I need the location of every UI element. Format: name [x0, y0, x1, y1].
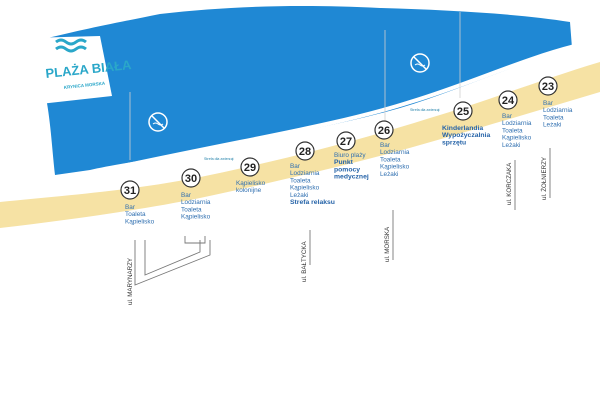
street-label: ul. MORSKA [384, 226, 391, 262]
post-amenity-label: Toaleta [290, 177, 311, 184]
post-amenity-label: Leżaki [380, 171, 398, 178]
post-number: 29 [244, 162, 256, 174]
post-amenity-label: Toaleta [125, 211, 146, 218]
post-number: 28 [299, 146, 311, 158]
post-marker [453, 101, 473, 121]
zone-label-pets: Strefa dla zwierząt [410, 108, 440, 112]
post-number: 24 [502, 95, 515, 107]
post-amenity-label: Punkt [334, 159, 354, 166]
post-amenity-label: Kąpielisko [380, 164, 410, 171]
post-amenity-label: Bar [502, 113, 513, 120]
street-label: ul. ŻOŁNIERZY [541, 157, 548, 200]
post-amenity-label: Bar [380, 142, 391, 149]
post-amenity-label: Bar [181, 192, 192, 199]
no-swimming-icon [148, 112, 168, 132]
post-number: 27 [340, 136, 352, 148]
post-amenity-label: Toaleta [543, 114, 564, 121]
post-marker [538, 76, 558, 96]
shore-line [94, 44, 576, 174]
post-amenity-label: Kinderlandia [442, 125, 483, 132]
post-amenity-label: Lodziarnia [380, 149, 410, 156]
post-amenity-label: Kąpielisko [236, 180, 266, 187]
post-marker [498, 90, 518, 110]
post-marker [181, 168, 201, 188]
post-number: 31 [124, 185, 136, 197]
street-label: ul. MARYNARZY [127, 258, 134, 305]
post-amenity-label: Lodziarnia [181, 199, 211, 206]
post-amenity-label: Toaleta [502, 127, 523, 134]
post-amenity-label: Leżaki [543, 122, 561, 129]
street-label: ul. KORCZAKA [506, 162, 513, 205]
post-amenity-label: Kąpielisko [502, 135, 532, 142]
waves-icon [55, 38, 87, 53]
post-amenity-label: Lodziarnia [543, 107, 573, 114]
post-marker [240, 157, 260, 177]
sea [40, 6, 572, 175]
post-amenity-label: Biuro plaży [334, 152, 366, 159]
beach-sand [0, 62, 600, 228]
post-amenity-label: Leżaki [502, 142, 520, 149]
sea-boundary-lines [129, 12, 461, 160]
post-amenity-label: Bar [290, 163, 301, 170]
post-amenity-label: Strefa relaksu [290, 199, 335, 206]
street-label: ul. BAŁTYCKA [301, 241, 308, 282]
post-amenity-label: Lodziarnia [502, 120, 532, 127]
post-amenity-label: kolonijne [236, 187, 262, 194]
post-amenity-label: Toaleta [181, 206, 202, 213]
post-amenity-label: medycznej [334, 174, 369, 181]
post-amenity-label: Bar [125, 204, 136, 211]
post-amenity-label: Leżaki [290, 192, 308, 199]
post-number: 23 [542, 81, 554, 93]
beach-post-28: 28BarLodziarniaToaletaKąpieliskoLeżakiSt… [290, 141, 335, 206]
post-amenity-label: Wypożyczalnia [442, 132, 490, 139]
post-number: 30 [185, 173, 197, 185]
post-amenity-label: Kąpielisko [125, 218, 155, 225]
post-amenity-label: pomocy [334, 166, 360, 173]
logo-subtitle: KRYNICA MORSKA [64, 81, 106, 90]
post-amenity-label: sprzętu [442, 139, 466, 146]
post-amenity-label: Toaleta [380, 156, 401, 163]
post-amenity-label: Bar [543, 100, 554, 107]
post-marker [374, 120, 394, 140]
post-amenity-label: Kąpielisko [181, 214, 211, 221]
post-amenity-label: Lodziarnia [290, 170, 320, 177]
post-number: 25 [457, 106, 469, 118]
post-number: 26 [378, 125, 390, 137]
post-marker [120, 180, 140, 200]
post-marker [295, 141, 315, 161]
no-swimming-icon [410, 53, 430, 73]
post-amenity-label: Kąpielisko [290, 185, 320, 192]
zone-label-pets: Strefa dla zwierząt [204, 157, 234, 161]
street-lines [134, 148, 551, 286]
post-marker [336, 131, 356, 151]
